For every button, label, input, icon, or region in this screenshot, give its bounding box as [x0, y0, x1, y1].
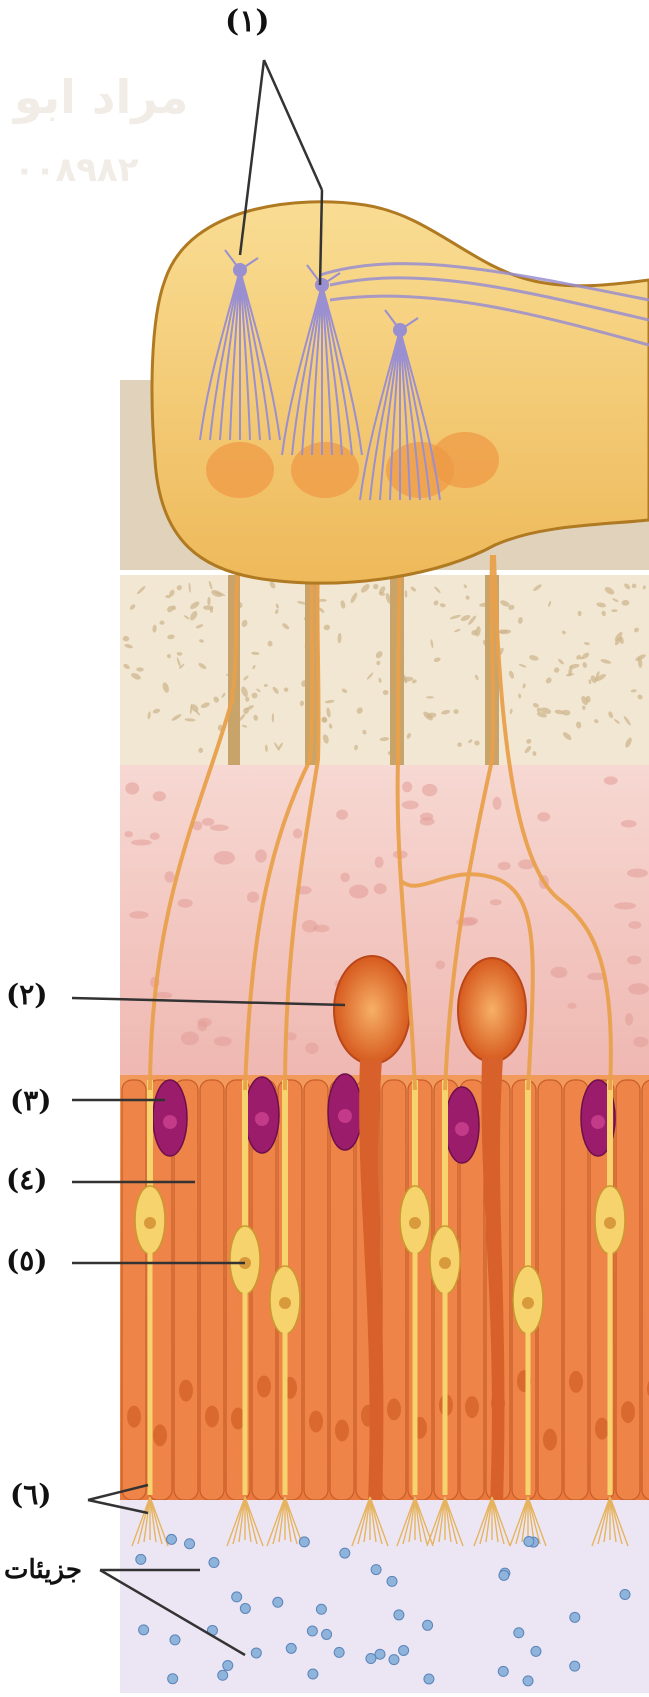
odor-molecule — [273, 1597, 283, 1607]
label-6: (٦) — [10, 1478, 52, 1511]
odor-molecule — [394, 1610, 404, 1620]
odor-molecule — [375, 1649, 385, 1659]
odor-molecule — [232, 1592, 242, 1602]
odor-molecule — [168, 1674, 178, 1684]
glomerulus — [431, 432, 499, 488]
odor-molecule — [223, 1661, 233, 1671]
cell-nucleus — [543, 1429, 557, 1451]
cell-nucleus — [205, 1405, 219, 1427]
receptor-nucleus — [409, 1217, 421, 1229]
watermark-number: ٠٠٨٩٨٢ — [14, 150, 139, 190]
receptor-nucleus — [144, 1217, 156, 1229]
odor-molecule — [499, 1570, 509, 1580]
odor-molecule — [570, 1661, 580, 1671]
label-5: (٥) — [6, 1244, 48, 1277]
odor-molecule — [524, 1537, 534, 1547]
odor-molecule — [316, 1604, 326, 1614]
label-molecules: جزيئات — [4, 1555, 82, 1585]
supporting-cells — [122, 1080, 649, 1500]
label-4: (٤) — [6, 1163, 48, 1196]
cell-nucleus — [335, 1419, 349, 1441]
glomerulus — [206, 442, 274, 498]
odor-molecule — [185, 1539, 195, 1549]
cell-nucleus — [621, 1401, 635, 1423]
odor-molecule — [299, 1537, 309, 1547]
odor-molecule — [209, 1558, 219, 1568]
label-2: (٢) — [6, 978, 48, 1011]
receptor-nucleus — [604, 1217, 616, 1229]
cell-nucleus — [465, 1396, 479, 1418]
odor-molecule — [423, 1620, 433, 1630]
goblet-nucleus — [455, 1122, 469, 1136]
goblet-nucleus — [338, 1109, 352, 1123]
receptor-nucleus — [439, 1257, 451, 1269]
odor-molecule — [340, 1548, 350, 1558]
odor-molecule — [240, 1603, 250, 1613]
odor-molecule — [424, 1674, 434, 1684]
label-1: (١) — [225, 4, 270, 39]
odor-molecule — [218, 1670, 228, 1680]
receptor-nucleus — [522, 1297, 534, 1309]
cell-nucleus — [127, 1406, 141, 1428]
receptor-nucleus — [279, 1297, 291, 1309]
odor-molecule — [334, 1647, 344, 1657]
supporting-cell — [642, 1080, 649, 1500]
supporting-cell — [304, 1080, 328, 1500]
odor-molecule — [307, 1626, 317, 1636]
odor-molecule — [387, 1576, 397, 1586]
odor-molecule — [620, 1589, 630, 1599]
supporting-cell — [122, 1080, 146, 1500]
cell-nucleus — [153, 1424, 167, 1446]
cell-nucleus — [569, 1371, 583, 1393]
odor-molecule — [139, 1625, 149, 1635]
odor-molecule — [371, 1565, 381, 1575]
odor-molecule — [170, 1635, 180, 1645]
odor-molecule — [251, 1648, 261, 1658]
odor-molecule — [531, 1646, 541, 1656]
supporting-cell — [616, 1080, 640, 1500]
label-3: (٣) — [10, 1084, 52, 1117]
goblet-nucleus — [163, 1115, 177, 1129]
cell-nucleus — [595, 1418, 609, 1440]
odor-molecule — [570, 1612, 580, 1622]
odor-molecule — [166, 1534, 176, 1544]
supporting-cell — [382, 1080, 406, 1500]
glomerulus — [291, 442, 359, 498]
odor-molecule — [389, 1655, 399, 1665]
supporting-cell — [200, 1080, 224, 1500]
odor-molecule — [286, 1643, 296, 1653]
cell-nucleus — [309, 1411, 323, 1433]
cell-nucleus — [257, 1375, 271, 1397]
cell-nucleus — [387, 1398, 401, 1420]
watermark-name: مراد ابو — [14, 70, 188, 124]
odor-molecule — [308, 1669, 318, 1679]
odor-molecule — [366, 1654, 376, 1664]
odor-molecule — [399, 1645, 409, 1655]
odor-molecule — [523, 1676, 533, 1686]
goblet-nucleus — [255, 1112, 269, 1126]
odor-molecule — [514, 1628, 524, 1638]
goblet-nucleus — [591, 1115, 605, 1129]
cell-nucleus — [179, 1380, 193, 1402]
odor-molecule — [498, 1666, 508, 1676]
odor-molecule — [322, 1629, 332, 1639]
odor-molecule — [136, 1554, 146, 1564]
